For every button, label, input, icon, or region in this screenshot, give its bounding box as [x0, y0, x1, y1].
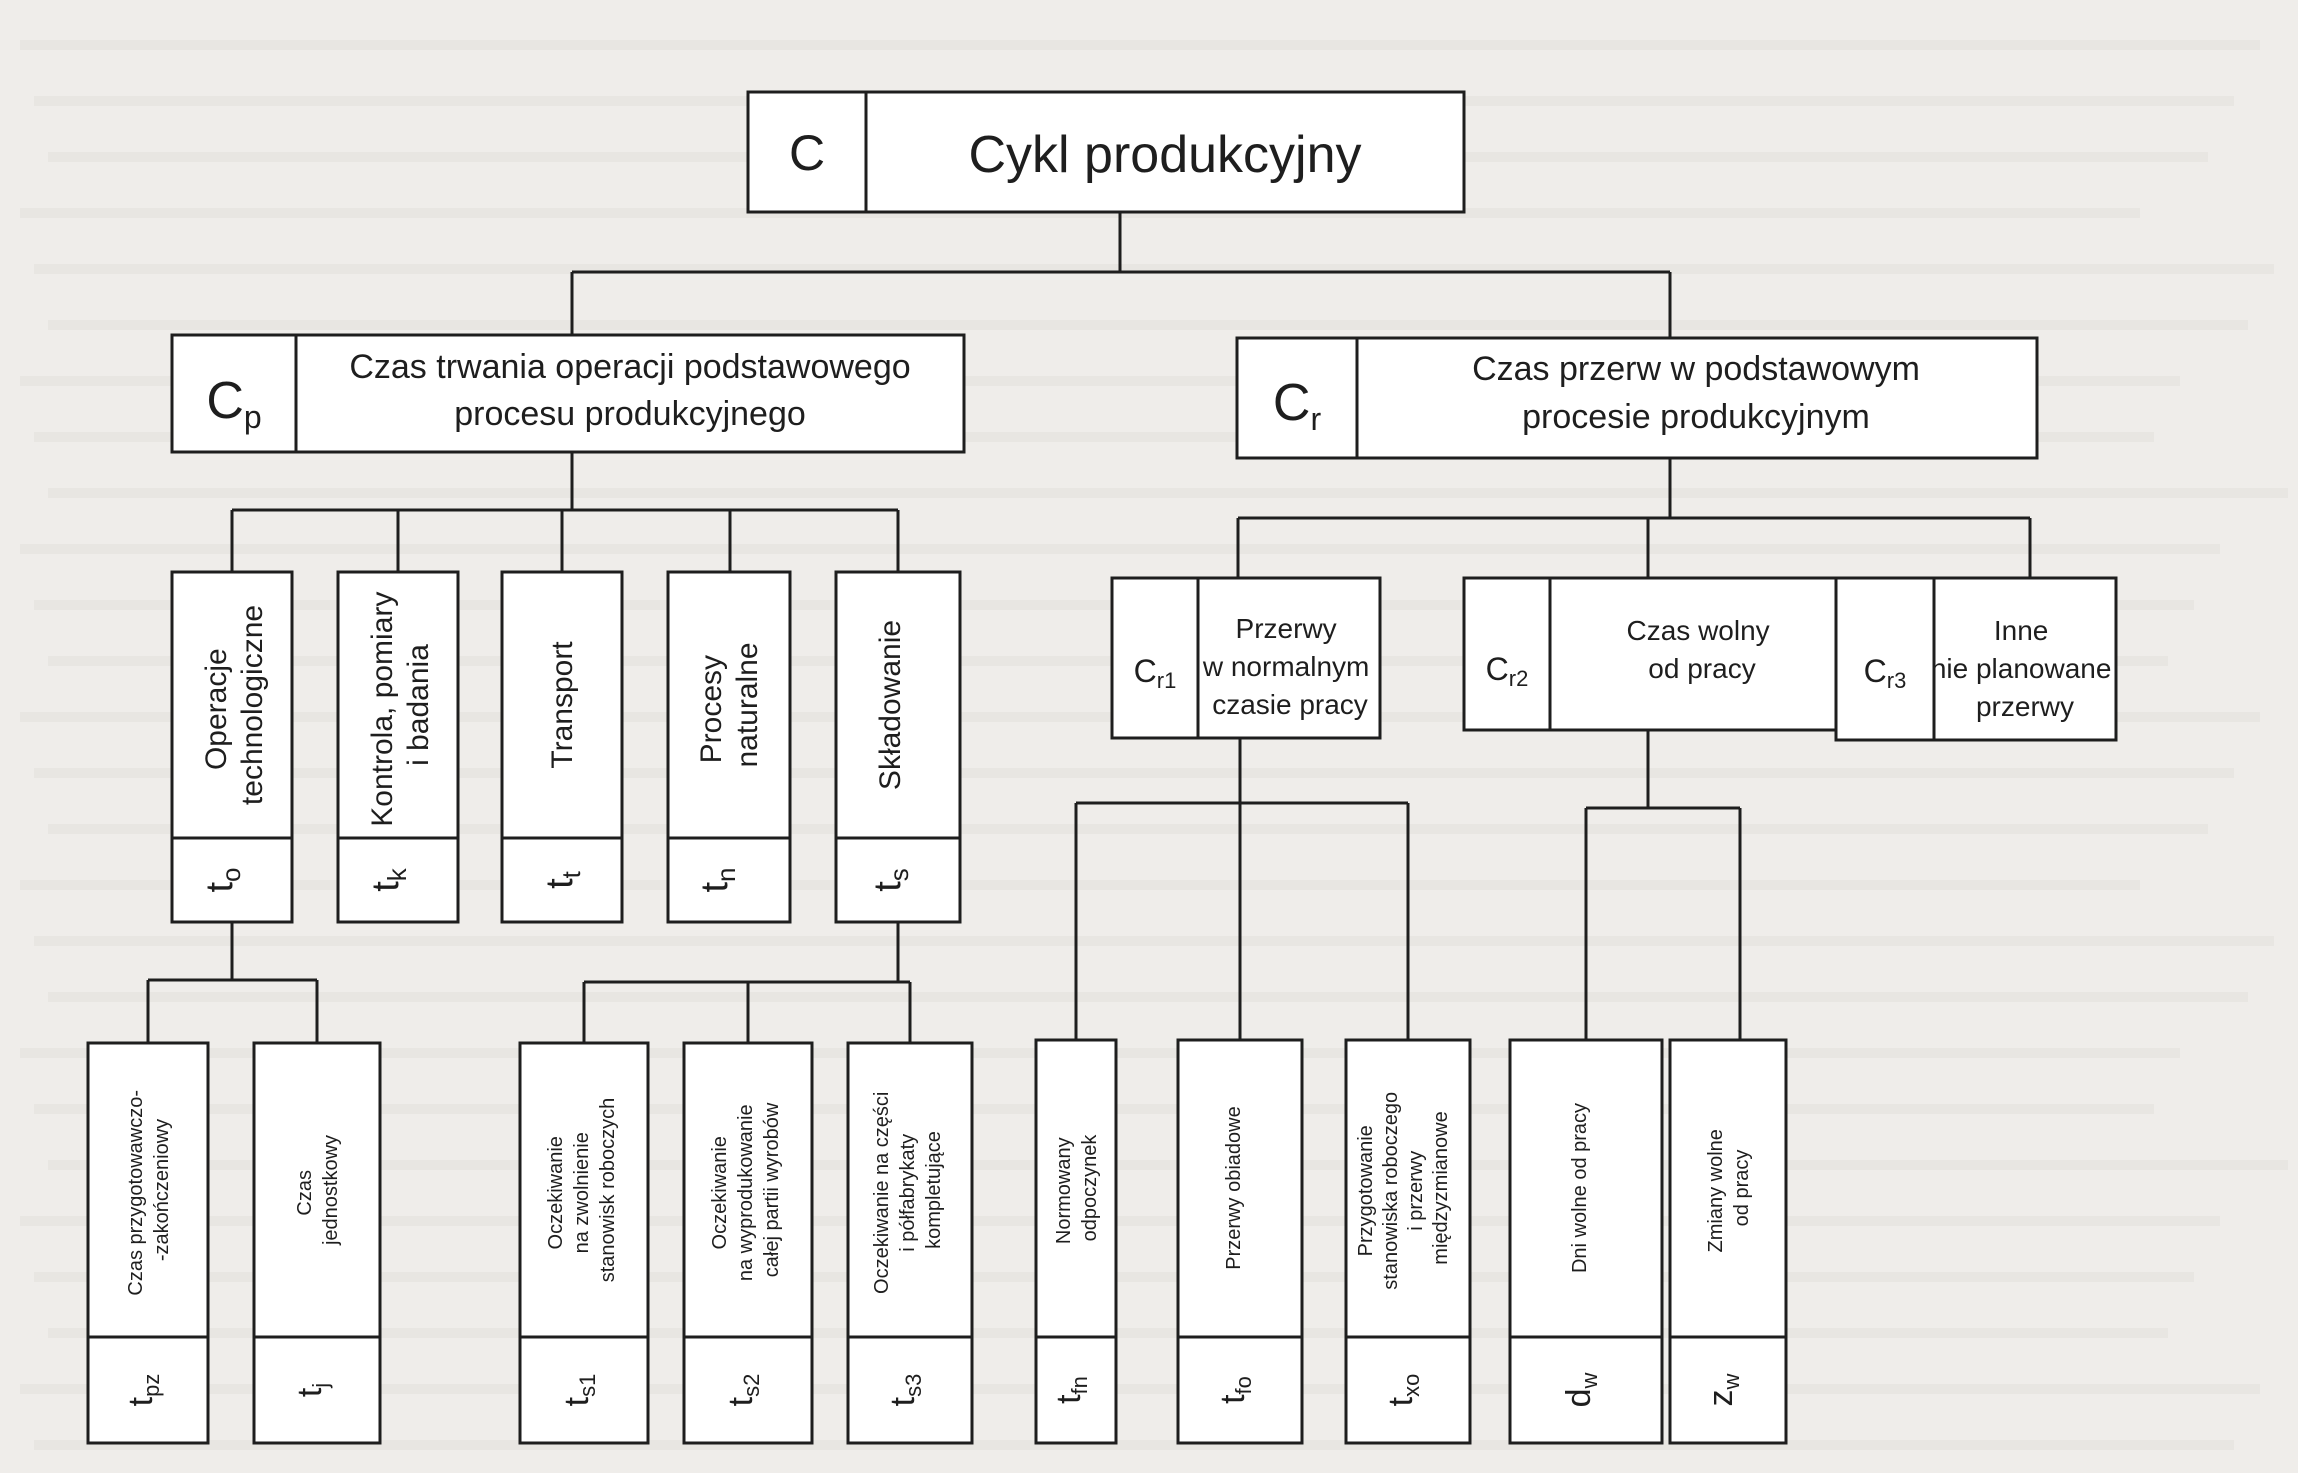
connector-storage [582, 922, 912, 1043]
break-normal-label: Przerwy w normalnym czasie pracy [1202, 613, 1377, 720]
bleed-line [34, 1440, 2234, 1450]
root-code: C [789, 125, 825, 181]
bleed-line [34, 264, 2274, 274]
lunch-break-label: Przerwy obiadowe [1223, 1106, 1245, 1269]
connector-production [230, 452, 900, 572]
break-normal-code: Cr1 [1134, 653, 1177, 693]
tech-unit-label: Czas jednostkowy [294, 1135, 342, 1246]
days-off-code: dw [1560, 1372, 1602, 1407]
op-inspection-label: Kontrola, pomiary i badania [366, 583, 435, 826]
break-time-label-1: Czas przerw w podstawowym [1472, 350, 1920, 388]
op-transport-label: Transport [546, 641, 579, 769]
break-free-code: Cr2 [1486, 651, 1529, 691]
op-technological-label: Operacje technologiczne [200, 605, 269, 805]
op-inspection-box: Kontrola, pomiary i badania tk [336, 570, 460, 924]
bleed-line [20, 40, 2260, 50]
production-time-code: Cp [206, 372, 261, 435]
break-other-box: Cr3 Inne nie planowane przerwy [1834, 576, 2119, 742]
storage-wait-parts-box: Oczekiwanie na części i półfabrykaty kom… [846, 1041, 974, 1445]
break-normal-box: Cr1 Przerwy w normalnym czasie pracy [1110, 576, 1382, 740]
storage-wait-parts-label: Oczekiwanie na części i półfabrykaty kom… [871, 1086, 945, 1294]
station-prep-box: Przygotowanie stanowiska roboczego i prz… [1344, 1038, 1472, 1445]
op-technological-box: Operacje technologiczne to [170, 570, 294, 924]
shifts-off-box: Zmiany wolne od pracy zw [1668, 1038, 1788, 1445]
bleed-line [34, 768, 2234, 778]
op-storage-label: Składowanie [874, 620, 907, 790]
bleed-line [48, 824, 2208, 834]
bleed-line [48, 992, 2248, 1002]
op-transport-code: tt [539, 870, 586, 889]
production-time-label-1: Czas trwania operacji podstawowego [349, 348, 910, 386]
op-natural-box: Procesy naturalne tn [666, 570, 792, 924]
bleed-line [20, 544, 2220, 554]
op-storage-code: ts [867, 868, 914, 892]
bleed-line [48, 320, 2248, 330]
op-technological-code: to [199, 867, 246, 892]
normal-rest-code: tfn [1050, 1376, 1092, 1404]
bleed-line [48, 656, 2168, 666]
production-time-box: Cp Czas trwania operacji podstawowego pr… [170, 333, 966, 454]
break-free-box: Cr2 Czas wolny od pracy [1462, 576, 1856, 732]
bleed-line [20, 880, 2140, 890]
root-box: C Cykl produkcyjny [746, 90, 1466, 214]
root-label: Cykl produkcyjny [968, 126, 1361, 184]
shifts-off-label: Zmiany wolne od pracy [1705, 1124, 1753, 1253]
storage-wait-batch-label: Oczekiwanie na wyprodukowanie całej part… [709, 1099, 783, 1281]
days-off-label: Dni wolne od pracy [1569, 1103, 1591, 1273]
bleed-line [48, 1160, 2288, 1170]
tech-prep-box: Czas przygotowawczo- -zakończeniowy tpz [86, 1041, 210, 1445]
connector-normal-breaks [1074, 738, 1410, 1040]
bleed-line [34, 936, 2274, 946]
lunch-break-code: tfo [1214, 1376, 1256, 1404]
op-inspection-code: tk [365, 867, 412, 892]
bleed-line [34, 432, 2154, 442]
storage-wait-stations-code: ts1 [558, 1374, 600, 1407]
tech-unit-box: Czas jednostkowy tj [252, 1041, 382, 1445]
station-prep-code: txo [1382, 1374, 1424, 1407]
storage-wait-batch-box: Oczekiwanie na wyprodukowanie całej part… [682, 1041, 814, 1445]
op-transport-box: Transport tt [500, 570, 624, 924]
normal-rest-label: Normowany odpoczynek [1053, 1132, 1101, 1244]
production-time-label-2: procesu produkcyjnego [454, 395, 806, 433]
days-off-box: Dni wolne od pracy dw [1508, 1038, 1664, 1445]
shifts-off-code: zw [1702, 1373, 1744, 1406]
op-natural-label: Procesy naturalne [695, 642, 764, 767]
storage-wait-stations-label: Oczekiwanie na zwolnienie stanowisk robo… [545, 1098, 619, 1283]
connector-tech [146, 922, 319, 1043]
break-time-label-2: procesie produkcyjnym [1522, 398, 1870, 436]
storage-wait-stations-box: Oczekiwanie na zwolnienie stanowisk robo… [518, 1041, 650, 1445]
break-time-box: Cr Czas przerw w podstawowym procesie pr… [1235, 336, 2039, 460]
connector-breaks [1236, 458, 2032, 578]
normal-rest-box: Normowany odpoczynek tfn [1034, 1038, 1118, 1445]
break-other-label: Inne nie planowane przerwy [1931, 615, 2119, 722]
storage-wait-parts-code: ts3 [884, 1374, 926, 1407]
connector-root [570, 212, 1672, 338]
connector-free-time [1584, 730, 1742, 1040]
break-other-code: Cr3 [1864, 653, 1907, 693]
bleed-line [20, 376, 2180, 386]
tech-prep-label: Czas przygotowawczo- -zakończeniowy [125, 1084, 173, 1295]
bleed-line [48, 488, 2288, 498]
op-storage-box: Składowanie ts [834, 570, 962, 924]
station-prep-label: Przygotowanie stanowiska roboczego i prz… [1355, 1086, 1452, 1289]
connector-lines [146, 212, 2032, 1043]
break-time-code: Cr [1273, 374, 1322, 437]
tech-unit-code: tj [291, 1383, 333, 1397]
lunch-break-box: Przerwy obiadowe tfo [1176, 1038, 1304, 1445]
tech-prep-code: tpz [122, 1374, 164, 1407]
bleed-line [20, 1216, 2220, 1226]
break-free-label: Czas wolny od pracy [1627, 615, 1778, 684]
storage-wait-batch-code: ts2 [722, 1374, 764, 1407]
op-natural-code: tn [694, 867, 741, 892]
bleed-line [20, 1384, 2260, 1394]
